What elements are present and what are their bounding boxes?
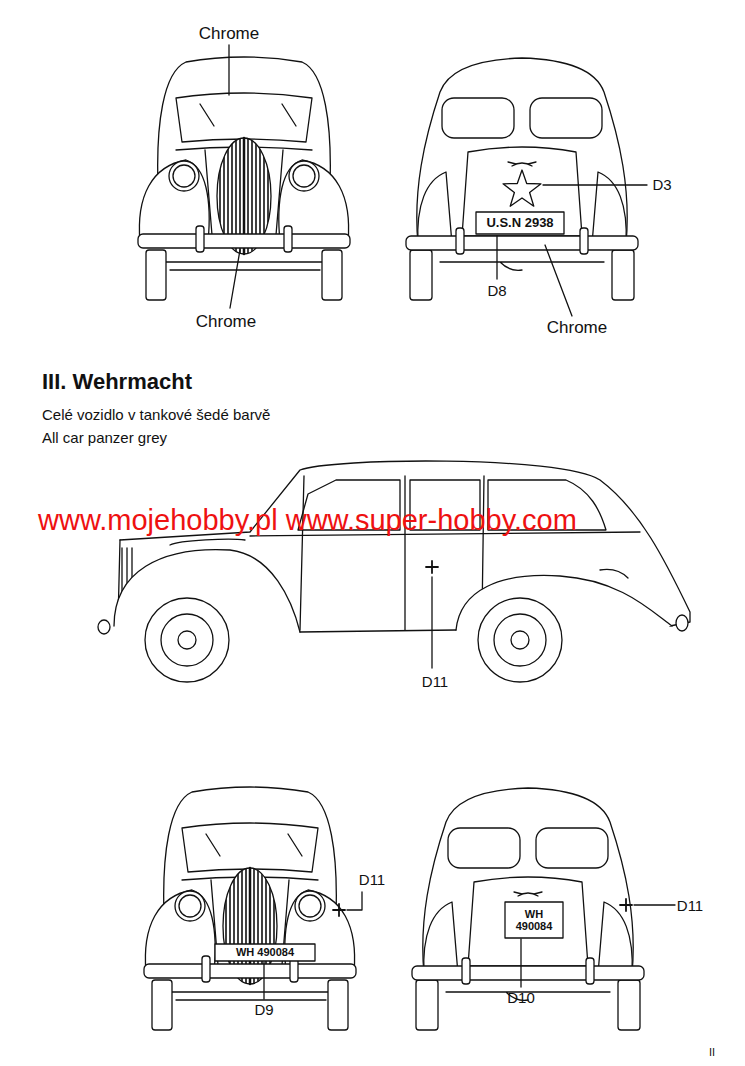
callout-number: D10 [507, 990, 535, 1007]
part-note: Chrome [547, 319, 607, 338]
page-number: II [709, 1046, 715, 1058]
paint-note: All car panzer grey [42, 430, 167, 447]
plate-text: WH 490084 [236, 946, 294, 958]
callout-number: D11 [359, 872, 385, 889]
star-decal [503, 170, 541, 206]
section-title: III. Wehrmacht [42, 370, 192, 394]
number-plate [476, 212, 564, 234]
callout-number: D11 [422, 674, 448, 691]
callout-number: D9 [254, 1002, 273, 1019]
part-note: Chrome [196, 313, 256, 332]
callout-number: D3 [652, 177, 671, 194]
number-plate [215, 944, 315, 961]
rear-view [412, 788, 644, 1030]
callout-number: D8 [487, 283, 506, 300]
watermark: www.mojehobby.pl www.super-hobby.com [38, 505, 577, 537]
plate-text: U.S.N 2938 [486, 216, 553, 230]
rear-view [406, 58, 638, 300]
leader-lines [229, 45, 647, 316]
part-note: Chrome [199, 25, 259, 44]
leader-lines [264, 892, 675, 999]
plate-text: WH 490084 [509, 908, 559, 932]
number-plate [505, 902, 563, 938]
front-view [138, 57, 350, 300]
side-view [98, 461, 690, 682]
paint-note: Celé vozidlo v tankové šedé barvě [42, 407, 270, 424]
front-view [144, 787, 356, 1030]
callout-number: D11 [677, 898, 703, 915]
